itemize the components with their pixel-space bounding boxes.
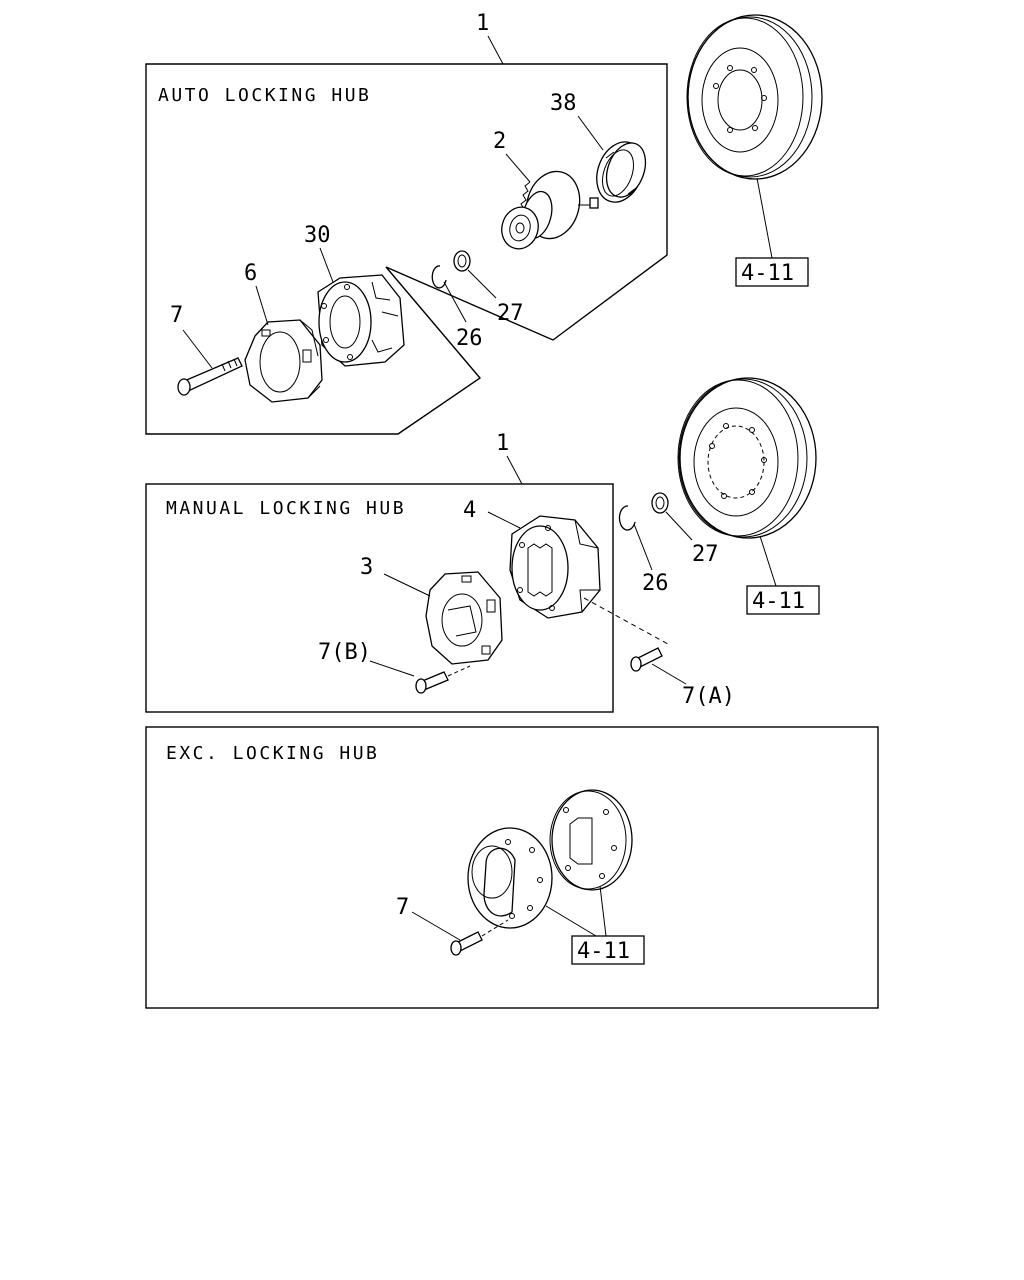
clutch-assembly-2: [501, 170, 599, 250]
leader-27-auto: [467, 269, 497, 299]
callout-7b: 7(B): [318, 640, 371, 665]
leader-30: [319, 247, 334, 283]
leader-auto-assembly: [487, 35, 504, 65]
leader-ref-top: [756, 177, 773, 259]
ref-bottom-label: 4-11: [577, 939, 630, 964]
callout-auto-assembly: 1: [476, 11, 489, 36]
cover-3: [425, 571, 503, 665]
exc-locking-hub-section: EXC. LOCKING HUB: [145, 726, 879, 1009]
callout-3: 3: [360, 555, 373, 580]
leader-ref-bottom-a: [545, 905, 597, 937]
washer-27-manual: [651, 492, 669, 514]
callout-4: 4: [463, 498, 476, 523]
manual-section-title: MANUAL LOCKING HUB: [166, 498, 406, 519]
exc-section-frame: [145, 726, 879, 1009]
callout-7-exc: 7: [396, 895, 409, 920]
callout-7-auto: 7: [170, 303, 183, 328]
ref-middle-label: 4-11: [752, 589, 805, 614]
callout-2: 2: [493, 129, 506, 154]
callout-26-auto: 26: [456, 326, 483, 351]
ref-box-middle: [746, 585, 820, 615]
leader-38: [577, 115, 604, 151]
leader-ref-bottom-b: [599, 885, 607, 937]
bolt-7b: [415, 665, 471, 694]
leader-6: [255, 285, 269, 326]
bolt-7-exc: [450, 919, 509, 956]
callout-26-manual: 26: [642, 571, 669, 596]
leader-7-exc: [411, 911, 461, 941]
leader-26-manual: [633, 523, 653, 571]
bolt-7a: [630, 647, 663, 672]
snap-ring-26-auto: [431, 265, 447, 289]
manual-locking-hub-section: MANUAL LOCKING HUB 1 4 3: [145, 431, 614, 713]
hub-body-4: [509, 515, 601, 619]
washer-27-auto: [453, 250, 471, 272]
snap-ring-26-manual: [618, 505, 636, 531]
callout-27-auto: 27: [497, 301, 524, 326]
ref-box-top: [735, 257, 809, 287]
auto-locking-hub-section: AUTO LOCKING HUB 1 38 2: [145, 11, 668, 435]
callout-6: 6: [244, 261, 257, 286]
ring-38: [596, 141, 647, 203]
hub-cap-dome: [467, 827, 553, 929]
brake-disc-middle: [677, 377, 817, 539]
auto-section-frame: [145, 63, 668, 435]
exc-section-title: EXC. LOCKING HUB: [166, 743, 379, 764]
leader-manual-assembly: [506, 455, 523, 485]
hub-flange-plate: [549, 789, 633, 891]
leader-ref-middle: [759, 535, 777, 587]
callout-30: 30: [304, 223, 331, 248]
bolt-7-auto: [177, 357, 243, 396]
ref-top-label: 4-11: [741, 261, 794, 286]
callout-27-manual: 27: [692, 542, 719, 567]
leader-27-manual: [665, 511, 693, 541]
ref-box-bottom: [571, 935, 645, 965]
leader-7b: [369, 660, 415, 677]
leader-4: [487, 511, 521, 529]
cover-6: [244, 319, 323, 403]
manual-section-frame: [145, 483, 614, 713]
brake-disc-top: [686, 14, 823, 180]
leader-7a: [651, 663, 687, 685]
dashed-leader-7a: [583, 597, 669, 645]
leader-26-auto: [443, 281, 467, 323]
callout-38: 38: [550, 91, 577, 116]
callout-manual-assembly: 1: [496, 431, 509, 456]
auto-section-title: AUTO LOCKING HUB: [158, 85, 371, 106]
hub-body-30: [317, 274, 405, 367]
leader-3: [383, 573, 431, 597]
leader-2: [505, 153, 531, 183]
callout-7a: 7(A): [682, 684, 735, 709]
leader-7-auto: [182, 329, 213, 369]
